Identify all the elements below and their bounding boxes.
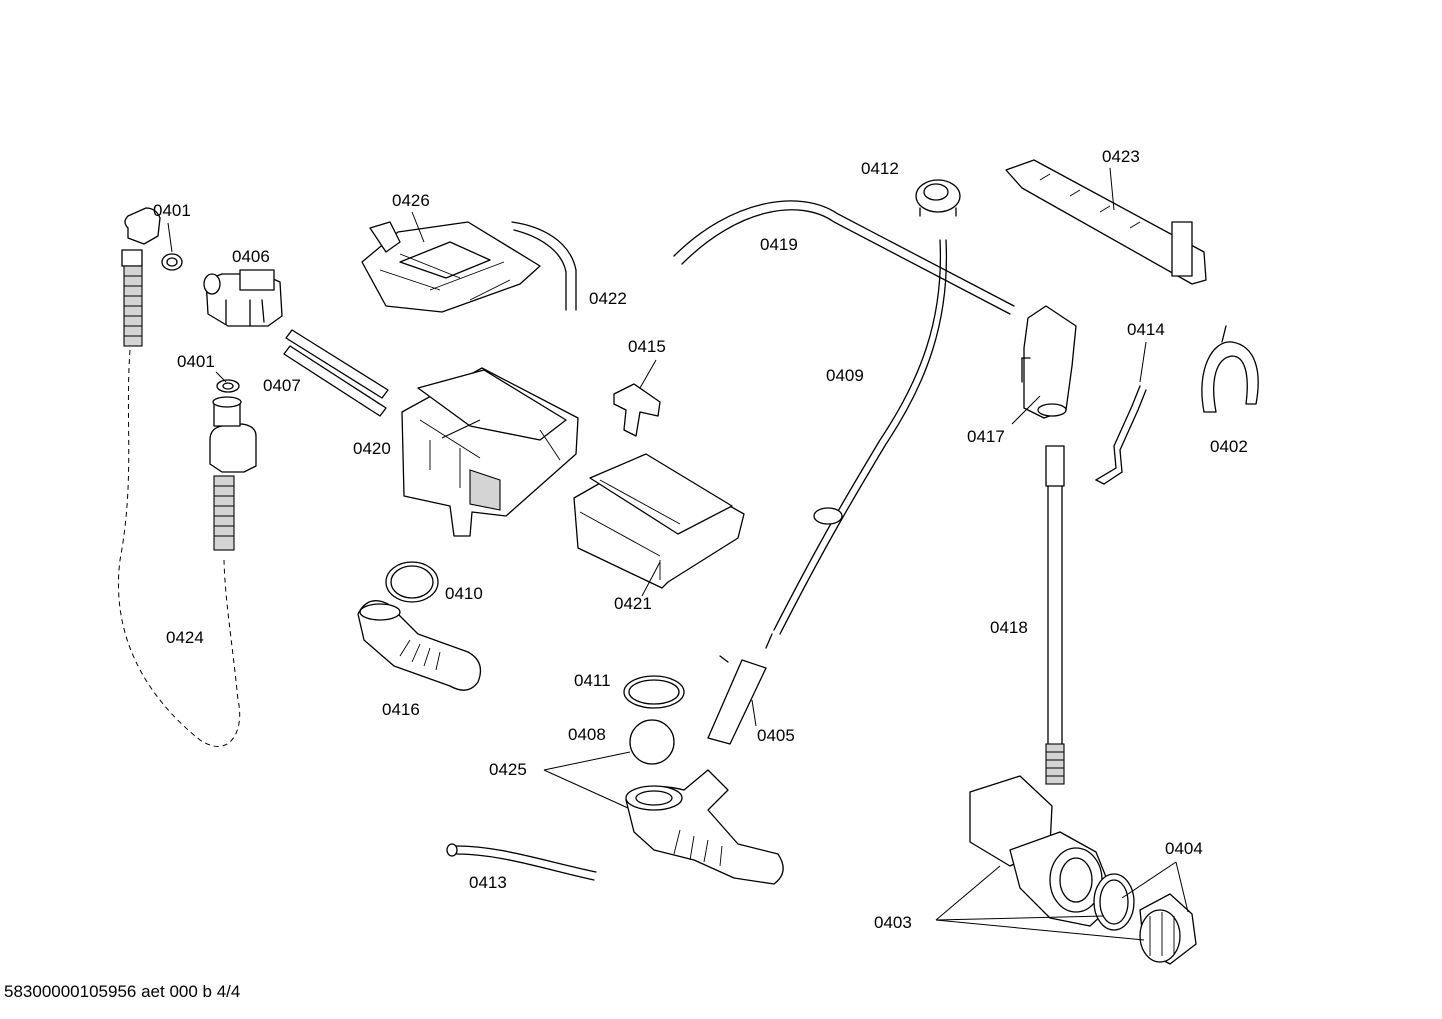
- callout-0402: 0402: [1210, 437, 1248, 456]
- callout-0411: 0411: [574, 671, 611, 690]
- callout-0422: 0422: [589, 289, 627, 308]
- callout-0421: 0421: [614, 594, 652, 613]
- callout-0414: 0414: [1127, 320, 1165, 339]
- part-0404-filter: [1139, 893, 1197, 965]
- callout-0401-upper: 0401: [153, 201, 191, 220]
- part-0424-inlet-hose: [118, 207, 257, 747]
- callout-0415: 0415: [628, 337, 666, 356]
- part-0405-sensor: [707, 633, 773, 745]
- part-0421-detergent-drawer: [573, 453, 745, 589]
- callout-0413: 0413: [469, 873, 507, 892]
- part-0409-pressure-tube: [773, 239, 948, 635]
- callout-0425: 0425: [489, 760, 527, 779]
- part-0410-ring: [385, 561, 439, 603]
- part-0411-ring: [623, 675, 685, 709]
- part-0414-rod: [1094, 385, 1147, 485]
- callout-0408: 0408: [568, 725, 606, 744]
- part-0423-harness-bracket: [1005, 159, 1207, 285]
- part-0401-washer-upper: [161, 253, 183, 271]
- part-0413-hose: [446, 843, 597, 881]
- part-0407-tubes: [283, 329, 389, 417]
- callout-0403: 0403: [874, 913, 912, 932]
- part-0404-gasket: [1093, 873, 1135, 931]
- callout-0405: 0405: [757, 726, 795, 745]
- part-0402-u-pipe: [1201, 325, 1259, 413]
- callout-0416: 0416: [382, 700, 420, 719]
- callout-0407: 0407: [263, 376, 301, 395]
- callout-0401-lower: 0401: [177, 352, 215, 371]
- callout-0424: 0424: [166, 628, 204, 647]
- callout-0420: 0420: [353, 439, 391, 458]
- part-0415-clip: [613, 383, 661, 437]
- part-0425-sump-bellows: [625, 769, 784, 885]
- part-0417-trap: [1021, 305, 1077, 419]
- document-id: 58300000105956 aet 000 b 4/4: [4, 982, 240, 1001]
- part-0426-dispenser-lid: [361, 221, 541, 313]
- callout-0404: 0404: [1165, 839, 1203, 858]
- callout-0417: 0417: [967, 427, 1005, 446]
- part-0419-hose: [673, 200, 1015, 315]
- part-0420-dispenser-housing: [401, 367, 579, 537]
- callout-0418: 0418: [990, 618, 1028, 637]
- leader-lines: [167, 167, 1189, 941]
- part-0418-drain-hose: [1045, 445, 1065, 785]
- callout-0419: 0419: [760, 235, 798, 254]
- callout-0409: 0409: [826, 366, 864, 385]
- part-0401-washer-lower: [216, 379, 240, 393]
- part-0422-hose: [511, 221, 577, 311]
- part-0406-inlet-valve: [203, 269, 283, 327]
- part-0412-pressure-switch: [915, 179, 961, 217]
- part-0408-ball: [629, 719, 675, 765]
- callout-0410: 0410: [445, 584, 483, 603]
- callout-0426: 0426: [392, 191, 430, 210]
- part-0416-bellows-hose: [357, 600, 482, 691]
- callout-0412: 0412: [861, 159, 899, 178]
- callout-0423: 0423: [1102, 147, 1140, 166]
- callout-0406: 0406: [232, 247, 270, 266]
